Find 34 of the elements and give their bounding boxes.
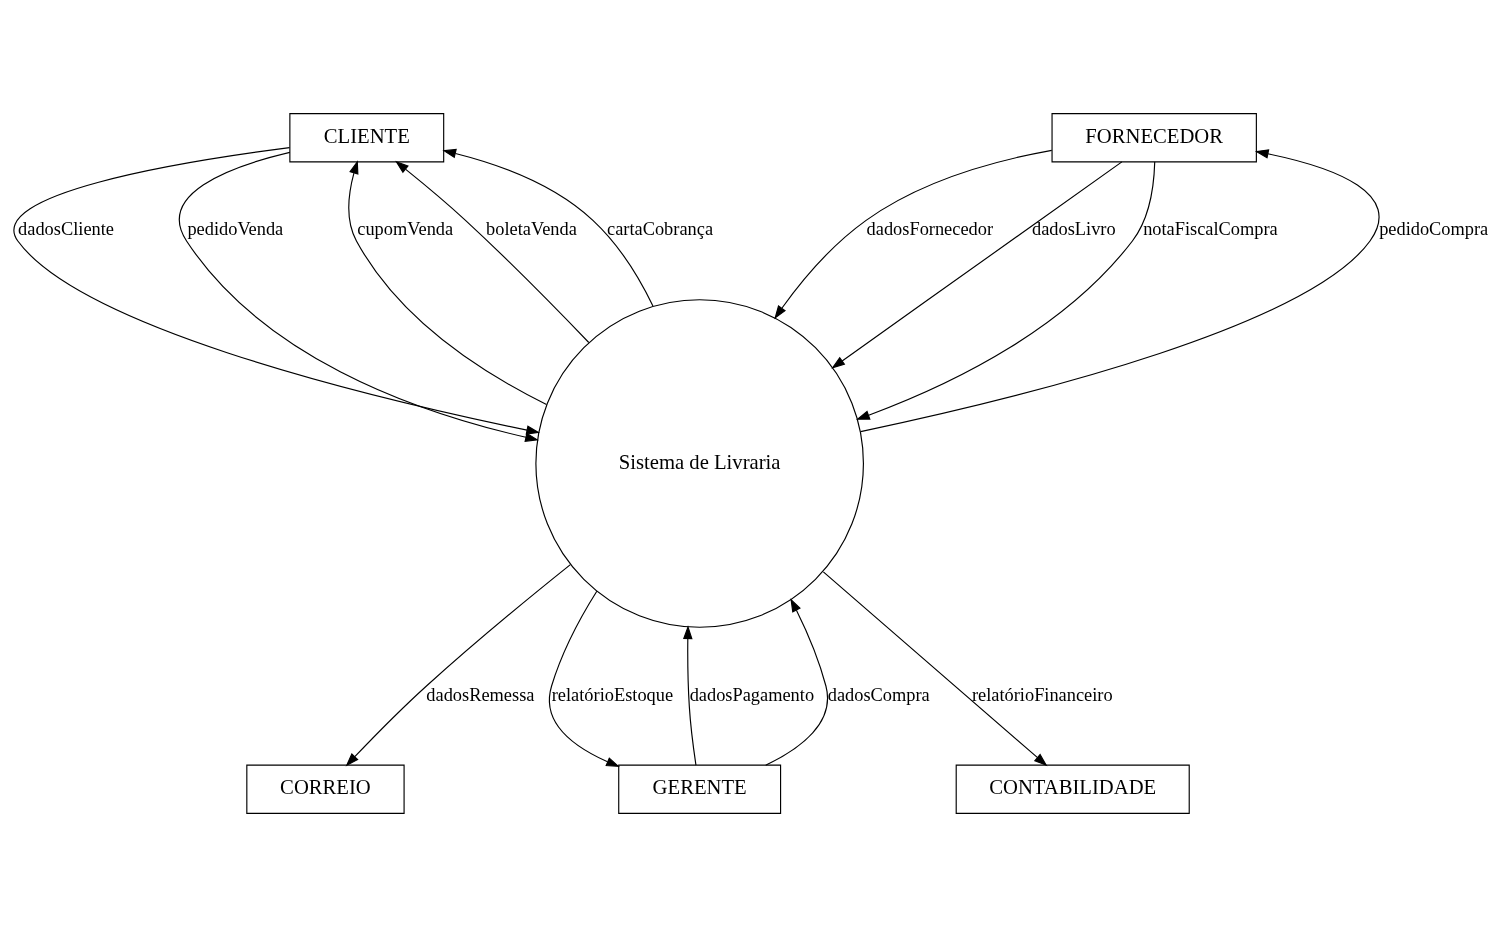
arrow <box>345 563 571 766</box>
edge-label: dadosRemessa <box>426 684 535 705</box>
arrow <box>13 146 541 435</box>
node-box: CORREIO <box>246 764 405 814</box>
arrow <box>765 597 828 766</box>
arrow <box>178 151 539 442</box>
edge-label: dadosLivro <box>1032 218 1116 239</box>
edge-label: cartaCobrança <box>607 218 714 239</box>
arrow <box>822 570 1048 766</box>
edge-label: boletaVenda <box>486 218 577 239</box>
node-circle: Sistema de Livraria <box>535 298 864 628</box>
arrow <box>682 624 697 766</box>
edge-label: notaFiscalCompra <box>1143 218 1278 239</box>
arrow <box>774 149 1053 319</box>
edge-label: dadosFornecedor <box>866 218 994 239</box>
node-box: CLIENTE <box>289 112 445 162</box>
edge-label: cupomVenda <box>357 218 454 239</box>
node-box: FORNECEDOR <box>1051 112 1257 162</box>
edge-label: dadosCompra <box>827 684 930 705</box>
edge-label: relatórioEstoque <box>551 684 674 705</box>
edge-label: relatórioFinanceiro <box>971 684 1113 705</box>
arrow <box>548 590 620 767</box>
node-box: CONTABILIDADE <box>955 764 1190 814</box>
arrow <box>395 160 590 343</box>
arrow <box>856 160 1156 420</box>
arrow <box>831 160 1123 369</box>
node-box: GERENTE <box>618 764 782 814</box>
edge-label: pedidoVenda <box>187 218 284 239</box>
edge-label: dadosPagamento <box>689 684 815 705</box>
edge-label: dadosCliente <box>18 218 114 239</box>
edge-label: pedidoCompra <box>1379 218 1489 239</box>
arrow <box>348 159 548 405</box>
arrow <box>860 148 1380 432</box>
arrow <box>442 148 654 307</box>
